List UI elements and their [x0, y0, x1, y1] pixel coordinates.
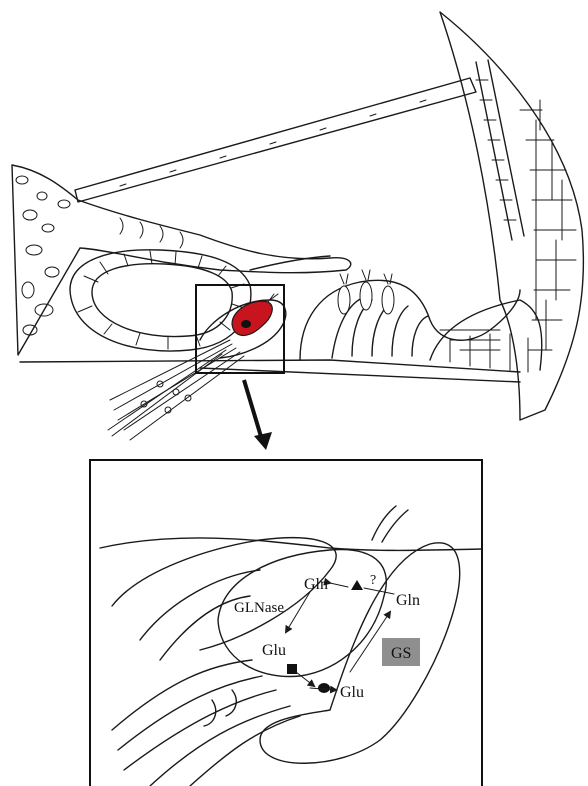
- label-glu-bottom: Glu: [340, 684, 364, 701]
- outer-hair-cell-region: [300, 270, 542, 372]
- zoom-arrow: [244, 380, 262, 440]
- label-gln-left: Gln: [304, 576, 328, 593]
- label-gs: GS: [391, 645, 411, 662]
- label-glnase: GLNase: [234, 600, 284, 616]
- inner-hair-cell-nucleus: [241, 320, 251, 328]
- glutamine-transporter-triangle: [351, 580, 363, 590]
- glutamate-release-square: [287, 664, 297, 674]
- inset-afferent-fibers: [112, 660, 300, 786]
- label-gln-right: Gln: [396, 592, 420, 609]
- reissner-membrane: [75, 78, 476, 202]
- label-glu-top: Glu: [262, 642, 286, 659]
- glutamate-transporter-dot: [318, 683, 330, 693]
- inner-sulcus: [70, 250, 251, 351]
- inset-supporting-cell: [260, 543, 460, 763]
- inset-panel: Gln ? Gln GLNase Glu GS Glu: [90, 460, 482, 786]
- organ-of-corti-drawing: [12, 12, 583, 440]
- stria-vascularis: [440, 12, 583, 420]
- label-question: ?: [370, 573, 376, 588]
- basilar-membrane: [20, 360, 520, 372]
- spiral-ganglion-fibers: [108, 340, 244, 440]
- inset-frame: [90, 460, 482, 786]
